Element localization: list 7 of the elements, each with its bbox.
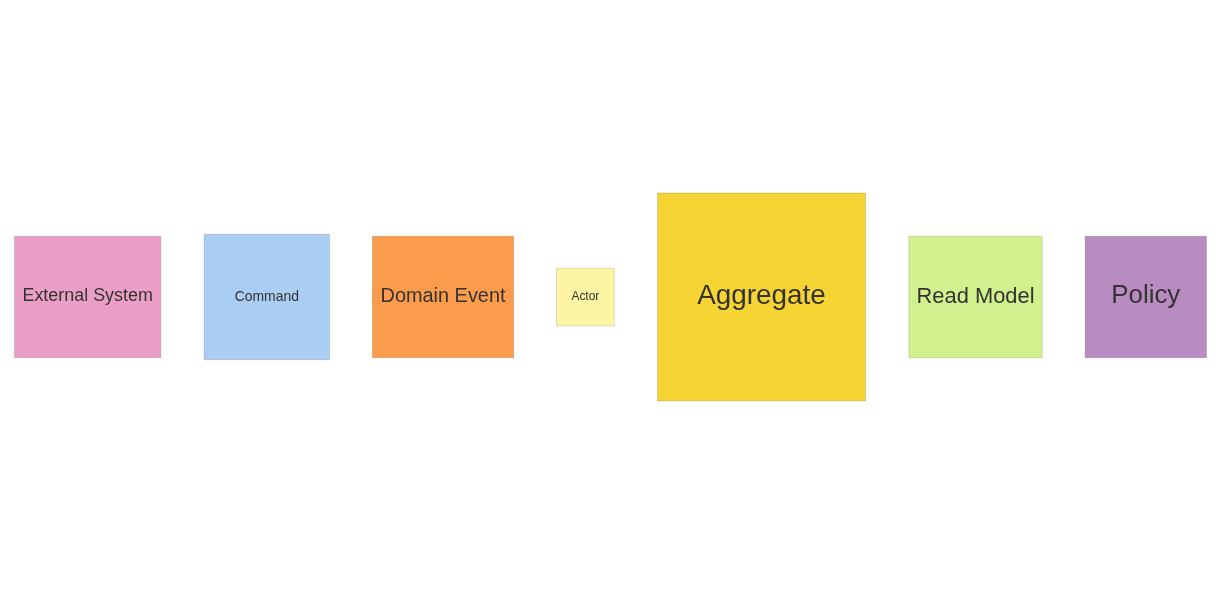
node-box: Command	[203, 233, 331, 360]
node-box: External System	[14, 235, 162, 358]
node-box: Read Model	[908, 235, 1043, 358]
node-box: Aggregate	[657, 192, 867, 401]
node-box: Policy	[1084, 235, 1207, 358]
node-box: Domain Event	[371, 235, 515, 358]
node-box: Actor	[556, 267, 615, 326]
